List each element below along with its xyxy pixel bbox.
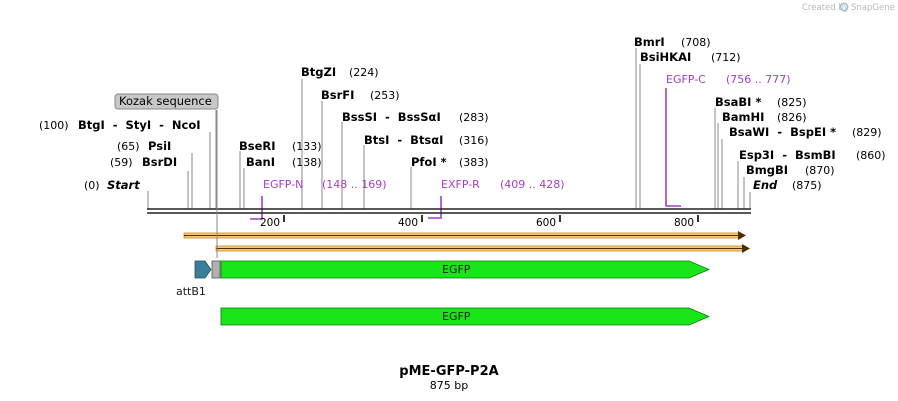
site-bani: BanI (138) xyxy=(246,155,322,169)
site-name: BseRI xyxy=(239,139,276,153)
feature-label-kozak: Kozak sequence xyxy=(114,93,219,110)
primer-name: EGFP-C xyxy=(666,73,706,86)
site-bsrfi: BsrFI (253) xyxy=(321,88,400,102)
map-length: 875 bp xyxy=(430,379,468,392)
site-name: BtgZI xyxy=(301,65,336,79)
site-name: BamHI xyxy=(722,110,764,124)
ruler-tick-label: 200 xyxy=(260,217,280,229)
site-bsrdi: (59) BsrDI xyxy=(110,155,177,169)
primer-range: (756 .. 777) xyxy=(726,73,791,86)
site-bsabi: BsaBI * (825) xyxy=(715,95,807,109)
site-btsi-btsai: BtsI - BtsαI (316) xyxy=(364,133,489,147)
site-pos: (253) xyxy=(370,89,400,102)
site-pos: (138) xyxy=(292,156,322,169)
site-pos: (59) xyxy=(110,156,133,169)
map-title: pME-GFP-P2A xyxy=(399,364,498,379)
credit-brand: SnapGene xyxy=(851,3,895,13)
primer-egfp-n: EGFP-N (148 .. 169) xyxy=(250,178,387,220)
site-pos: (0) xyxy=(84,179,100,192)
site-name: PfoI * xyxy=(411,155,447,169)
site-name: BmgBI xyxy=(746,163,788,177)
site-pos: (316) xyxy=(459,134,489,147)
site-name: PsiI xyxy=(148,139,171,153)
site-name: BtsI - BtsαI xyxy=(364,133,443,147)
site-leader-lines xyxy=(147,48,751,209)
site-pfoi: PfoI * (383) xyxy=(411,155,489,169)
site-bsssi-bsssai: BssSI - BssSαI (283) xyxy=(342,110,489,124)
site-end: End (875) xyxy=(753,178,822,192)
orf-arrow-2 xyxy=(215,244,750,253)
site-name: BssSI - BssSαI xyxy=(342,110,441,124)
site-bsawi-bspei: BsaWI - BspEI * (829) xyxy=(729,125,882,139)
feature-egfp-2: EGFP xyxy=(220,307,711,326)
orf-arrow-1 xyxy=(183,231,746,240)
ruler-tick-label: 400 xyxy=(398,217,418,229)
site-name: BmrI xyxy=(634,35,665,49)
sequence-backbone xyxy=(147,208,751,214)
site-name: BsiHKAI xyxy=(640,50,691,64)
site-btgi-styi-ncoi: (100) BtgI - StyI - NcoI xyxy=(39,118,201,132)
snapgene-logo-icon xyxy=(839,2,849,12)
site-name: BsaBI * xyxy=(715,95,761,109)
site-pos: (224) xyxy=(349,66,379,79)
primer-range: (409 .. 428) xyxy=(500,178,565,191)
feature-label: EGFP xyxy=(442,310,471,323)
site-name: BsrDI xyxy=(142,155,177,169)
site-pos: (100) xyxy=(39,119,69,132)
site-pos: (383) xyxy=(459,156,489,169)
primer-range: (148 .. 169) xyxy=(322,178,387,191)
site-bamhi: BamHI (826) xyxy=(722,110,807,124)
site-btgzi: BtgZI (224) xyxy=(301,65,379,79)
site-bmgbi: BmgBI (870) xyxy=(746,163,835,177)
site-pos: (712) xyxy=(711,51,741,64)
site-esp3i-bsmbi: Esp3I - BsmBI (860) xyxy=(739,148,886,162)
site-pos: (826) xyxy=(777,111,807,124)
site-name: BsaWI - BspEI * xyxy=(729,125,836,139)
site-pos: (133) xyxy=(292,140,322,153)
ruler: 200 400 600 800 xyxy=(260,215,699,229)
site-name: BtgI - StyI - NcoI xyxy=(78,118,201,132)
feature-egfp-1: EGFP xyxy=(220,260,711,279)
feature-label: Kozak sequence xyxy=(119,94,212,108)
site-pos: (708) xyxy=(681,36,711,49)
site-pos: (829) xyxy=(852,126,882,139)
feature-kozak xyxy=(211,260,221,279)
site-name: Start xyxy=(107,178,140,192)
primer-name: EXFP-R xyxy=(441,178,480,191)
credit-text: Created by xyxy=(802,3,849,13)
primer-egfp-c: EGFP-C (756 .. 777) xyxy=(665,73,791,207)
site-name: End xyxy=(753,178,778,192)
site-name: Esp3I - BsmBI xyxy=(739,148,836,162)
site-bsihkai: BsiHKAI (712) xyxy=(640,50,741,64)
site-bseri: BseRI (133) xyxy=(239,139,322,153)
site-pos: (283) xyxy=(459,111,489,124)
ruler-tick-label: 800 xyxy=(674,217,694,229)
site-pos: (875) xyxy=(792,179,822,192)
feature-attb1: attB1 xyxy=(176,260,212,298)
primer-exfp-r: EXFP-R (409 .. 428) xyxy=(428,178,565,219)
site-start: (0) Start xyxy=(84,178,140,192)
site-name: BanI xyxy=(246,155,275,169)
site-pos: (870) xyxy=(805,164,835,177)
site-bmri: BmrI (708) xyxy=(634,35,711,49)
site-name: BsrFI xyxy=(321,88,354,102)
site-pos: (860) xyxy=(856,149,886,162)
site-pos: (65) xyxy=(117,140,140,153)
feature-label: EGFP xyxy=(442,263,471,276)
site-pos: (825) xyxy=(777,96,807,109)
site-psii: (65) PsiI xyxy=(117,139,171,153)
ruler-tick-label: 600 xyxy=(536,217,556,229)
feature-label: attB1 xyxy=(176,285,206,298)
primer-name: EGFP-N xyxy=(263,178,303,191)
